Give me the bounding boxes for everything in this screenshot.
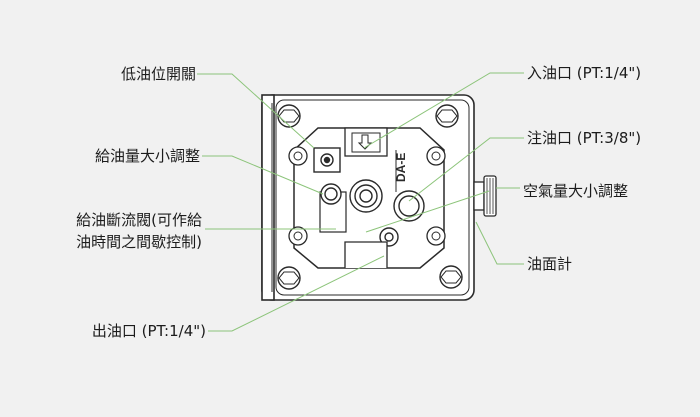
leader-lines [197,72,524,332]
leader-oil-amount-adjust [202,155,324,195]
model-text: DA-E [394,153,408,182]
fill-port [393,190,425,222]
oil-gauge-fitting [473,175,497,217]
outlet-cutout [344,241,388,268]
callout-oil-cutoff-valve: 給油斷流閥(可作給 油時間之間歇控制) [76,211,202,251]
bolt-bottom-left [277,266,301,290]
callout-oil-amount-adjust: 給油量大小調整 [94,147,200,165]
mounting-holes [288,146,446,246]
leader-oil-inlet [363,72,524,149]
bolt-top-left [277,104,301,128]
callout-oil-outlet: 出油口 (PT:1/4") [91,322,206,340]
callout-oil-inlet: 入油口 (PT:1/4") [527,64,642,82]
center-fitting [349,179,383,213]
inlet-window [344,127,388,157]
leader-oil-outlet [208,255,385,332]
oil-adjust-knob [320,183,342,205]
housing-flange [261,94,275,301]
callout-oil-level-switch: 低油位開關 [120,65,196,83]
bolt-top-right [435,104,459,128]
leader-oil-level-switch [197,73,315,149]
callout-air-amount-adjust: 空氣量大小調整 [523,182,629,200]
level-switch-box [313,147,341,173]
leader-oil-fill-port [408,137,524,202]
bolt-bottom-right [439,265,463,289]
callout-oil-fill-port: 注油口 (PT:3/8") [527,129,642,147]
callout-oil-gauge: 油面計 [527,255,573,273]
leader-air-to-center [365,190,490,233]
leader-oil-gauge [475,221,524,265]
